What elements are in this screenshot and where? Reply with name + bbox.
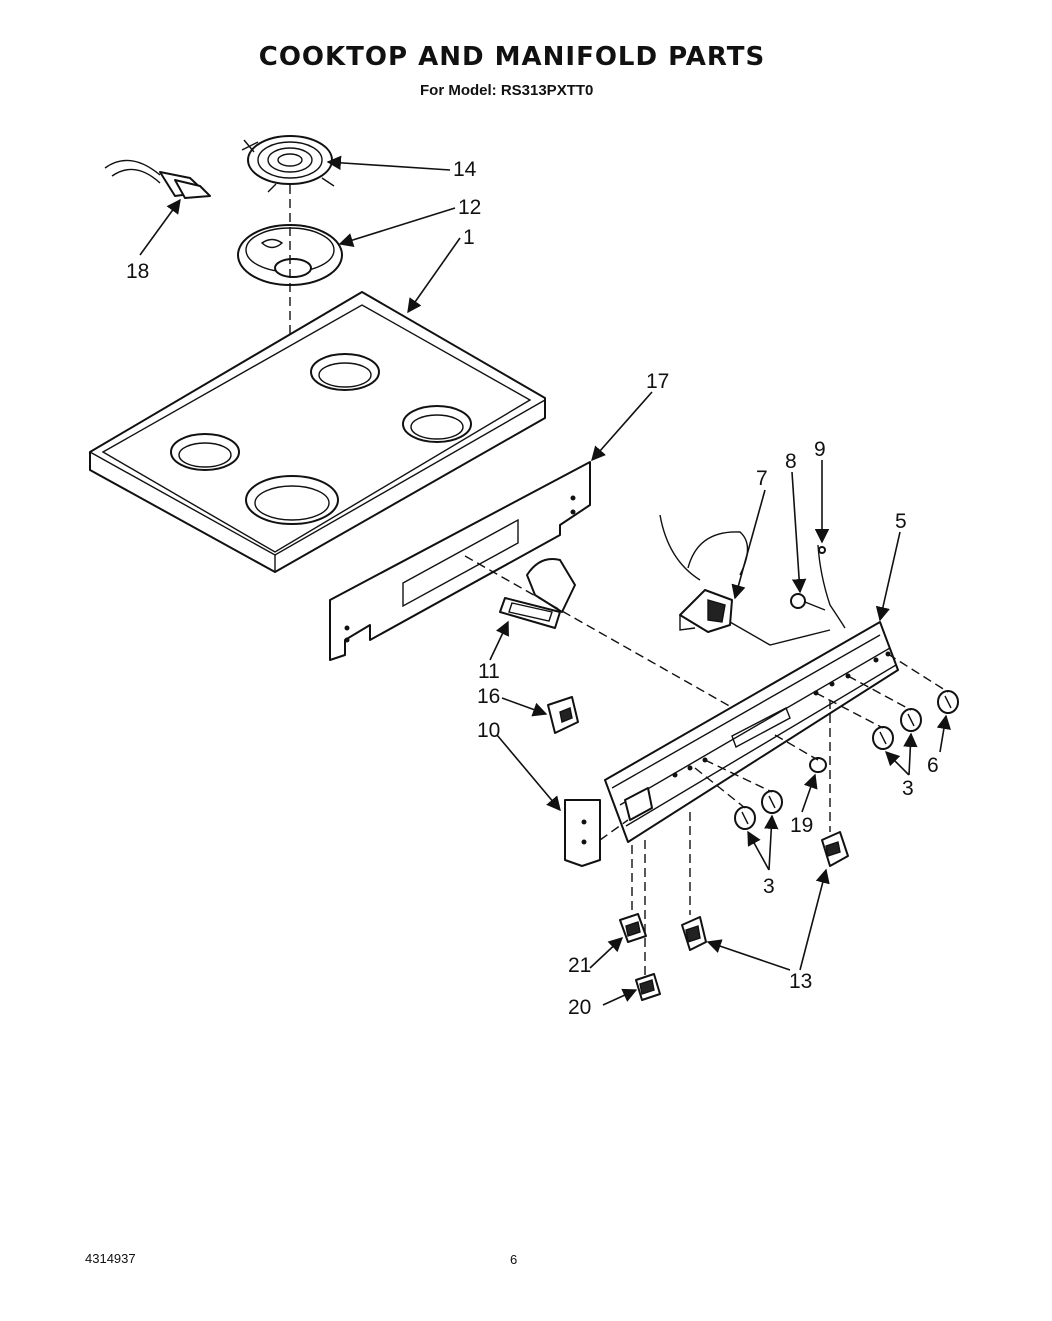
callout-14: 14 [453, 158, 477, 181]
callout-5: 5 [895, 510, 907, 533]
callout-3-right: 3 [902, 777, 914, 800]
part-3-knob [872, 726, 894, 750]
callout-19: 19 [790, 814, 813, 837]
callout-20: 20 [568, 996, 591, 1019]
callout-3-left: 3 [763, 875, 775, 898]
callout-18: 18 [126, 260, 149, 283]
document-number: 4314937 [85, 1251, 136, 1266]
alignment-line-knob [847, 675, 912, 711]
callout-1: 1 [463, 226, 475, 249]
part-20-switch [635, 973, 661, 1001]
page-number: 6 [510, 1252, 518, 1267]
callout-11: 11 [478, 660, 500, 683]
part-1-cooktop [89, 291, 546, 573]
part-3-knob [761, 790, 783, 814]
callout-7: 7 [756, 467, 768, 490]
alignment-line-knob [704, 759, 773, 793]
model-line: For Model: RS313PXTT0 [420, 82, 594, 99]
alignment-line-knob [694, 767, 746, 809]
callout-9: 9 [814, 438, 826, 461]
alignment-line-knob [887, 653, 949, 693]
part-17-panel-bracket [329, 461, 591, 661]
part-5-control-panel [604, 621, 899, 843]
part-3-knob [734, 806, 756, 830]
callout-6: 6 [927, 754, 939, 777]
callout-labels: 14 12 1 18 17 7 8 9 5 11 16 10 6 3 19 3 … [126, 158, 939, 1019]
part-19-indicator-light [809, 757, 827, 773]
callout-10: 10 [477, 719, 500, 742]
callout-16: 16 [477, 685, 500, 708]
part-3-knob [900, 708, 922, 732]
callout-17: 17 [646, 370, 669, 393]
part-13-switch [821, 831, 849, 867]
alignment-line-clock [464, 555, 741, 713]
part-21-switch [619, 913, 647, 943]
part-9-wire [817, 544, 846, 629]
part-14-surface-element [241, 135, 335, 193]
leader-lines [139, 155, 951, 1006]
alignment-line-bracket [599, 819, 629, 841]
part-8-screw [790, 593, 826, 611]
part-6-knob [937, 690, 959, 714]
part-10-end-bracket [564, 799, 601, 867]
part-13-switch [681, 916, 707, 951]
callout-8: 8 [785, 450, 797, 473]
page-title: COOKTOP AND MANIFOLD PARTS [258, 42, 766, 72]
alignment-line-knob [815, 692, 884, 729]
part-7-thermostat [659, 514, 831, 646]
part-18-terminal-block [104, 159, 211, 199]
part-16-switch [547, 696, 579, 734]
alignment-line-indicator [774, 734, 819, 761]
callout-12: 12 [458, 196, 481, 219]
callout-13: 13 [789, 970, 812, 993]
callout-21: 21 [568, 954, 591, 977]
part-11-clock [499, 558, 576, 629]
